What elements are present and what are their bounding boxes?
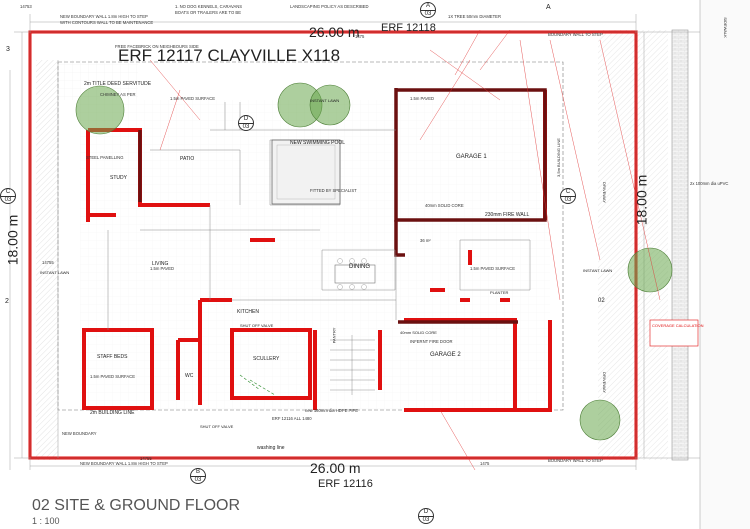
room-pantry: PANTRY	[331, 327, 337, 344]
svg-text:STEEL PANELLING: STEEL PANELLING	[86, 155, 123, 160]
label-coverage: COVERAGE CALCULATION	[652, 323, 704, 328]
dim-left: 18.00 m	[4, 214, 21, 266]
scale-label: 1 : 100	[32, 516, 60, 526]
label-title-deed: 2m TITLE DEED SERVITUDE	[84, 81, 152, 87]
svg-text:1.5m PAVED SURFACE: 1.5m PAVED SURFACE	[170, 96, 215, 101]
label-building-line-east: 3,5m BUILDING LINE	[555, 138, 561, 177]
room-dining: DINING	[349, 264, 370, 270]
room-scullery: SCULLERY	[253, 356, 280, 362]
label-shut-off-2: SHUT OFF VALVE	[200, 424, 234, 429]
svg-text:LANDSCAPING POLICY AS DESCRIBE: LANDSCAPING POLICY AS DESCRIBED	[290, 4, 369, 9]
erf-main-title: ERF 12117 CLAYVILLE X118	[118, 46, 341, 65]
svg-text:40mm SOLID CORE: 40mm SOLID CORE	[425, 203, 464, 208]
room-staff-beds: STAFF BEDS	[97, 354, 128, 360]
label-solid-core: 40mm SOLID CORE	[400, 330, 437, 335]
driveway-strip	[598, 30, 668, 460]
swimming-pool	[271, 139, 341, 205]
room-wc: WC	[185, 373, 194, 379]
svg-text:1X TREE 50mm DIAMETER: 1X TREE 50mm DIAMETER	[448, 14, 501, 19]
svg-text:FITTED BY SPECIALIST: FITTED BY SPECIALIST	[310, 188, 357, 193]
dim-bottom: 26.00 m	[310, 460, 361, 476]
svg-text:14755: 14755	[42, 260, 54, 265]
svg-text:1. NO DOG KENNELS, CARAVANS: 1. NO DOG KENNELS, CARAVANS	[175, 4, 242, 9]
svg-text:new 160mm dia HDPE PIPE: new 160mm dia HDPE PIPE	[305, 408, 358, 413]
room-washing-line: washing line	[257, 445, 285, 451]
label-sidewalk: SIDEWALK	[722, 17, 728, 38]
svg-text:NEW BOUNDARY WALL 1.8m HIGH TO: NEW BOUNDARY WALL 1.8m HIGH TO STEP	[80, 461, 168, 466]
svg-text:BOUNDARY WALL TO STEP: BOUNDARY WALL TO STEP	[548, 458, 603, 463]
svg-text:1.5m PAVED SURFACE: 1.5m PAVED SURFACE	[90, 374, 135, 379]
axis-label-a: A	[546, 4, 551, 11]
svg-text:14755: 14755	[140, 456, 152, 461]
room-kitchen: KITCHEN	[237, 309, 259, 315]
svg-text:1.5m PAVED: 1.5m PAVED	[150, 266, 174, 271]
svg-text:36 m²: 36 m²	[420, 238, 431, 243]
svg-text:1.5m PAVED: 1.5m PAVED	[410, 96, 434, 101]
view-title: 02 SITE & GROUND FLOOR	[32, 497, 241, 514]
tree-3	[309, 84, 351, 126]
svg-text:BOUNDARY WALL TO STEP: BOUNDARY WALL TO STEP	[548, 32, 603, 37]
svg-text:BOATS OR TRAILERS ARE TO BE: BOATS OR TRAILERS ARE TO BE	[175, 10, 241, 15]
dim-right: 18.00 m	[633, 174, 650, 226]
tree-4	[627, 247, 673, 293]
svg-text:1.5m PAVED SURFACE: 1.5m PAVED SURFACE	[470, 266, 515, 271]
label-fire-wall: 230mm FIRE WALL	[485, 212, 530, 218]
svg-text:NEW BOUNDARY: NEW BOUNDARY	[62, 431, 97, 436]
svg-text:FREE FACEBRICK ON NEIGHBOURS S: FREE FACEBRICK ON NEIGHBOURS SIDE	[115, 44, 199, 49]
room-study: STUDY	[110, 175, 127, 181]
label-planter: PLANTER	[490, 290, 509, 295]
label-instant-lawn-2: INSTANT LAWN	[310, 98, 340, 103]
svg-text:WITH CONTOURS WALL TO BE MAINT: WITH CONTOURS WALL TO BE MAINTENANCE	[60, 20, 153, 25]
svg-text:1475: 1475	[355, 34, 365, 39]
sidewalk-strip	[671, 29, 689, 461]
svg-text:INFERNT FIRE DOOR: INFERNT FIRE DOOR	[410, 339, 453, 344]
svg-text:CHIMNEY AS PER: CHIMNEY AS PER	[100, 92, 136, 97]
room-patio: PATIO	[180, 156, 195, 162]
svg-text:14753: 14753	[20, 4, 32, 9]
room-living: LIVING	[152, 261, 169, 267]
label-instant-lawn-3: INSTANT LAWN	[583, 268, 613, 273]
svg-text:1475: 1475	[480, 461, 490, 466]
label-building-line: 2m BUILDING LINE	[90, 410, 135, 416]
room-pool: NEW SWIMMING POOL	[290, 140, 345, 146]
erf-top-label: ERF 12118	[381, 22, 436, 34]
axis-label-02: 02	[598, 298, 605, 304]
label-driveway-2: DRIVEWAY	[601, 372, 607, 393]
svg-text:NEW BOUNDARY WALL 1.8m HIGH TO: NEW BOUNDARY WALL 1.8m HIGH TO STEP	[60, 14, 148, 19]
label-instant-lawn-1: INSTANT LAWN	[40, 270, 70, 275]
room-garage2: GARAGE 2	[430, 352, 461, 358]
label-driveway-1: DRIVEWAY	[601, 182, 607, 203]
title-block-strip	[700, 0, 750, 529]
svg-text:ERF 12116 ALL 1480: ERF 12116 ALL 1480	[272, 416, 312, 421]
svg-text:2x 100mm dia uPVC: 2x 100mm dia uPVC	[690, 181, 728, 186]
label-shut-off-1: SHUT OFF VALVE	[240, 323, 274, 328]
axis-label-2: 2	[5, 298, 9, 305]
dim-top: 26.00 m	[309, 24, 360, 40]
tree-1	[75, 85, 125, 135]
axis-label-3: 3	[6, 46, 10, 53]
room-garage1: GARAGE 1	[456, 154, 487, 160]
tree-5	[579, 399, 621, 441]
erf-bottom-label: ERF 12116	[318, 478, 373, 490]
